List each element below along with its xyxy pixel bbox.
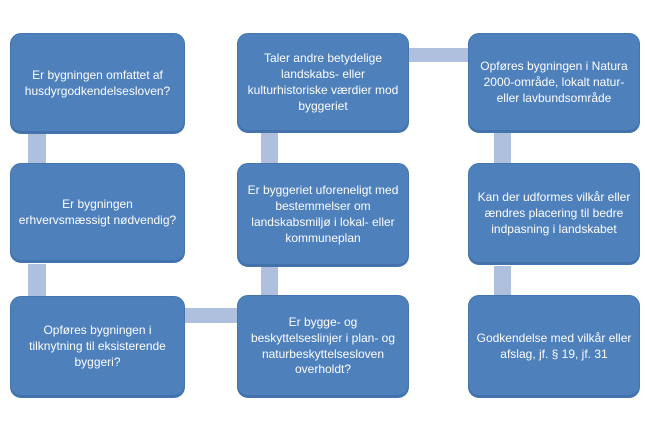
- connector-center-top-to-right-top: [408, 48, 469, 62]
- flow-node-left-top: Er bygningen omfattet af husdyrgodkendel…: [10, 33, 185, 134]
- flow-node-center-bottom: Er bygge- og beskyttelseslinjer i plan- …: [237, 295, 409, 398]
- connector-left-top-to-left-middle: [28, 133, 46, 164]
- flow-node-right-bottom: Godkendelse med vilkår eller afslag, jf.…: [468, 295, 640, 398]
- flow-node-center-middle: Er byggeriet uforeneligt med bestemmelse…: [237, 163, 409, 267]
- flow-node-left-bottom: Opføres bygningen i tilknytning til eksi…: [10, 296, 185, 398]
- connector-left-bottom-to-center-bottom: [184, 308, 238, 323]
- connector-left-middle-to-left-bottom: [28, 264, 46, 297]
- connector-center-middle-to-center-top: [261, 132, 278, 164]
- flow-node-right-middle: Kan der udformes vilkår eller ændres pla…: [468, 163, 640, 265]
- connector-right-middle-to-right-bottom: [494, 266, 511, 296]
- flow-node-center-top: Taler andre betydelige landskabs- eller …: [237, 33, 409, 133]
- flow-node-left-middle: Er bygningen erhvervsmæssigt nødvendig?: [10, 163, 185, 263]
- connector-center-bottom-to-center-middle: [261, 266, 278, 296]
- connector-right-top-to-right-middle: [494, 132, 511, 164]
- flow-node-right-top: Opføres bygningen i Natura 2000-område, …: [468, 33, 640, 133]
